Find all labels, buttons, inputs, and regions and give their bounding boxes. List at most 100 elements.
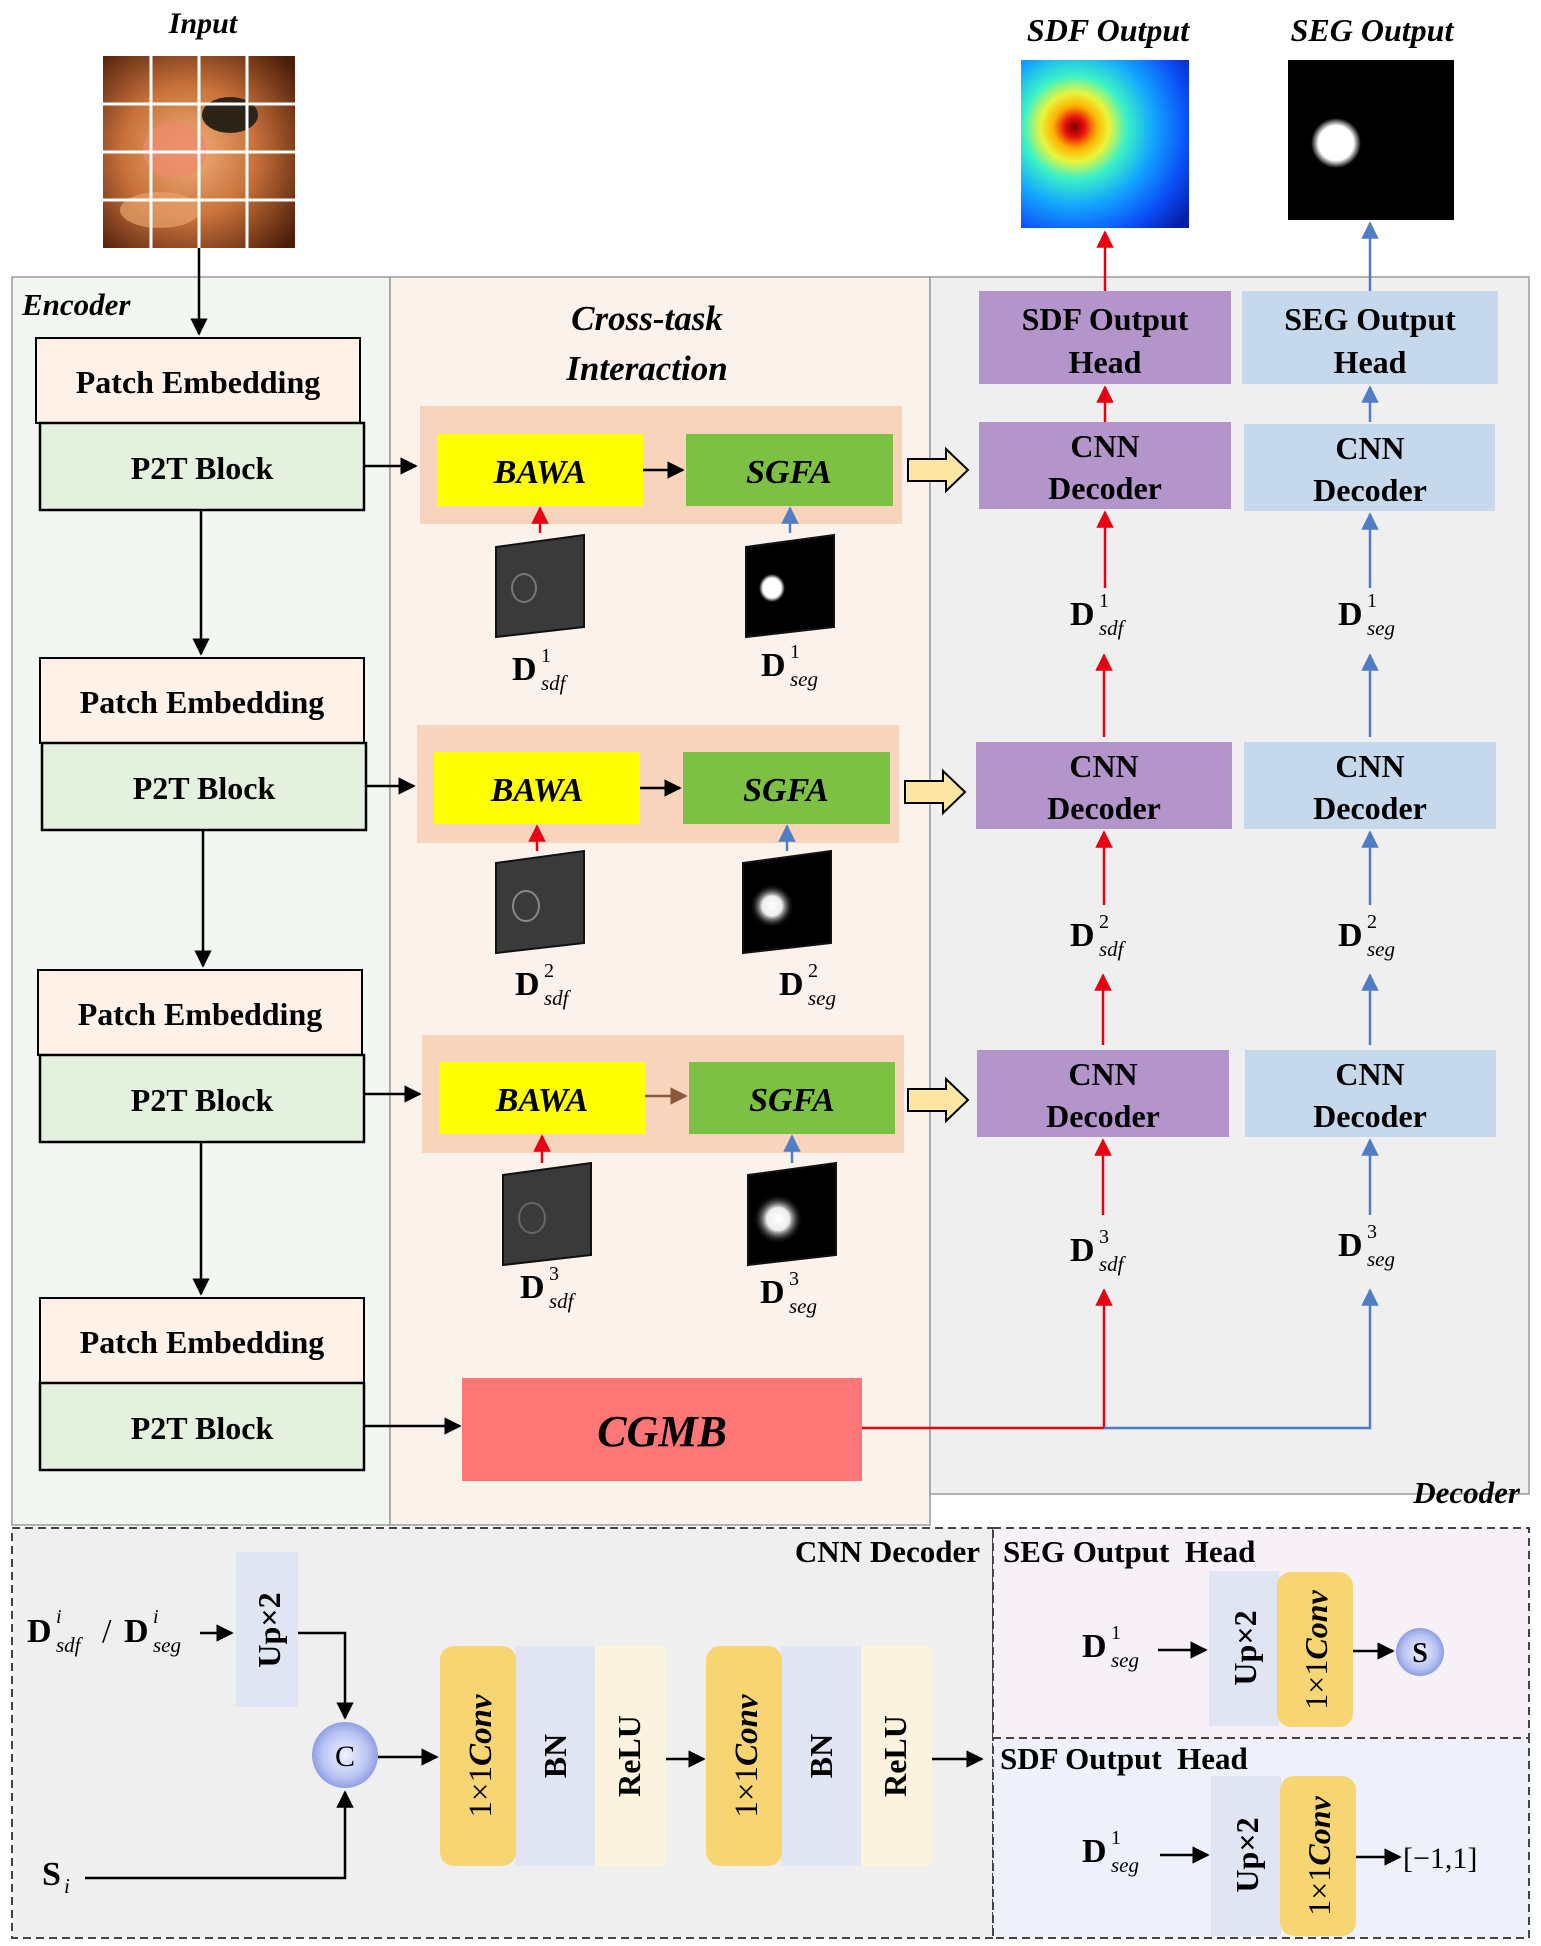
svg-text:sdf: sdf [541, 671, 569, 695]
svg-text:1×1Conv: 1×1Conv [1298, 1590, 1334, 1710]
conv-box [1277, 1572, 1353, 1727]
svg-text:D: D [515, 966, 540, 1003]
relu-box [856, 1646, 932, 1866]
sigmoid-label: S [1412, 1638, 1428, 1669]
p2t-block-box [38, 1053, 366, 1144]
svg-text:seg: seg [1367, 1247, 1395, 1271]
svg-text:2: 2 [544, 960, 554, 982]
seg-map-thumbnail-3 [747, 1161, 837, 1267]
conv-box [1280, 1776, 1356, 1936]
sgfa-label: SGFA [743, 772, 829, 809]
svg-text:seg: seg [789, 1294, 817, 1318]
bawa-label: BAWA [495, 1082, 589, 1119]
svg-text:1×1Conv: 1×1Conv [463, 1694, 499, 1817]
up2-label: Up×2 [1229, 1817, 1265, 1892]
sgfa-box [683, 752, 890, 824]
conv-label: 1×1Conv [463, 1694, 499, 1817]
svg-text:seg: seg [790, 667, 818, 691]
svg-text:D: D [1070, 596, 1095, 633]
sdf-cnn-decoder-2: CNN Decoder [976, 742, 1232, 829]
bn-label: BN [803, 1734, 839, 1778]
cgmb-label: CGMB [597, 1407, 727, 1456]
decoder-d-sdf-2: D 2 sdf [1070, 911, 1127, 961]
patch-embedding-label: Patch Embedding [76, 364, 320, 400]
svg-text:i: i [56, 1606, 62, 1628]
svg-text:sdf: sdf [1099, 616, 1127, 640]
d-sdf-1-label: D 1 sdf [512, 645, 569, 695]
svg-text:D: D [761, 647, 786, 684]
encoder-stage-2: Patch Embedding P2T Block [39, 657, 368, 832]
svg-text:1: 1 [1111, 1622, 1121, 1644]
svg-text:D: D [1338, 1227, 1363, 1264]
d-sdf-2-label: D 2 sdf [515, 960, 572, 1010]
svg-text:D: D [1338, 917, 1363, 954]
sdf-output-title: SDF Output [1027, 12, 1190, 48]
patch-embedding-box [37, 969, 363, 1056]
seg-output-title: SEG Output [1291, 12, 1455, 48]
cross-task-label: Cross-task [571, 299, 723, 338]
svg-text:seg: seg [1367, 616, 1395, 640]
input-title: Input [168, 7, 239, 40]
up2-box [1211, 1776, 1281, 1936]
svg-text:/: / [102, 1613, 112, 1650]
svg-text:Decoder: Decoder [1313, 472, 1427, 508]
conv-box [440, 1646, 516, 1866]
sdf-output-head-label: SDF Output [1022, 301, 1189, 337]
svg-text:Decoder: Decoder [1313, 1098, 1427, 1134]
decoder-d-seg-1: D 1 seg [1338, 590, 1395, 640]
sgfa-box [686, 434, 893, 506]
svg-text:CNN: CNN [1335, 1056, 1404, 1092]
p2t-block-box [38, 1381, 366, 1472]
svg-text:2: 2 [1367, 911, 1377, 933]
seg-map-thumbnail-2 [742, 849, 832, 955]
svg-text:Decoder: Decoder [1313, 790, 1427, 826]
d-seg-2-label: D 2 seg [779, 960, 836, 1010]
d-seg-3-label: D 3 seg [760, 1268, 817, 1318]
svg-text:D: D [1082, 1833, 1107, 1870]
svg-text:D: D [512, 651, 537, 688]
up2-label: Up×2 [1227, 1610, 1263, 1685]
decoder-d-sdf-3: D 3 sdf [1070, 1226, 1127, 1276]
svg-text:CNN: CNN [1335, 430, 1404, 466]
svg-text:D: D [779, 966, 804, 1003]
svg-text:i: i [153, 1606, 159, 1628]
up2-box [236, 1552, 298, 1707]
svg-text:D: D [520, 1269, 545, 1306]
bn-label: BN [537, 1734, 573, 1778]
sdf-cnn-decoder-3: CNN Decoder [977, 1050, 1229, 1137]
svg-text:sdf: sdf [549, 1289, 577, 1313]
cgmb-box [462, 1378, 862, 1481]
svg-text:seg: seg [1111, 1648, 1139, 1672]
bawa-label: BAWA [493, 454, 587, 491]
svg-text:D: D [1338, 596, 1363, 633]
svg-text:1: 1 [1099, 590, 1109, 612]
seg-output-head-box [1242, 291, 1498, 384]
svg-text:seg: seg [153, 1633, 181, 1657]
cnn-decoder-detail-title: CNN Decoder [795, 1534, 980, 1569]
sgfa-label: SGFA [749, 1082, 835, 1119]
seg-output-head-label: Head [1334, 344, 1407, 380]
encoder-stage-1: Patch Embedding P2T Block [35, 337, 366, 512]
sigmoid-circle [1396, 1628, 1444, 1676]
detail-d-input-label: D i sdf / D i seg [27, 1606, 181, 1657]
seg-head-detail-title: SEG Output Head [1003, 1534, 1255, 1569]
patch-embedding-label: Patch Embedding [80, 1324, 324, 1360]
relu-label: ReLU [877, 1715, 913, 1797]
conv-label: 1×1Conv [1301, 1796, 1337, 1916]
sdf-head-detail-title: SDF Output Head [1000, 1741, 1248, 1776]
d-seg-1-label: D 1 seg [761, 641, 818, 691]
p2t-block-label: P2T Block [131, 1410, 274, 1446]
decoder-d-sdf-1: D 1 sdf [1070, 590, 1127, 640]
svg-text:Decoder: Decoder [1046, 1098, 1160, 1134]
svg-text:1×1Conv: 1×1Conv [729, 1694, 765, 1817]
encoder-label: Encoder [21, 287, 131, 322]
sgfa-label: SGFA [746, 454, 832, 491]
svg-text:seg: seg [1367, 937, 1395, 961]
svg-text:seg: seg [1111, 1853, 1139, 1877]
seg-map-thumbnail-1 [745, 533, 835, 639]
sdf-output-head-label: Head [1069, 344, 1142, 380]
decoder-d-seg-3: D 3 seg [1338, 1221, 1395, 1271]
p2t-block-label: P2T Block [131, 1082, 274, 1118]
concat-label: C [335, 1740, 355, 1773]
svg-text:3: 3 [1099, 1226, 1109, 1248]
